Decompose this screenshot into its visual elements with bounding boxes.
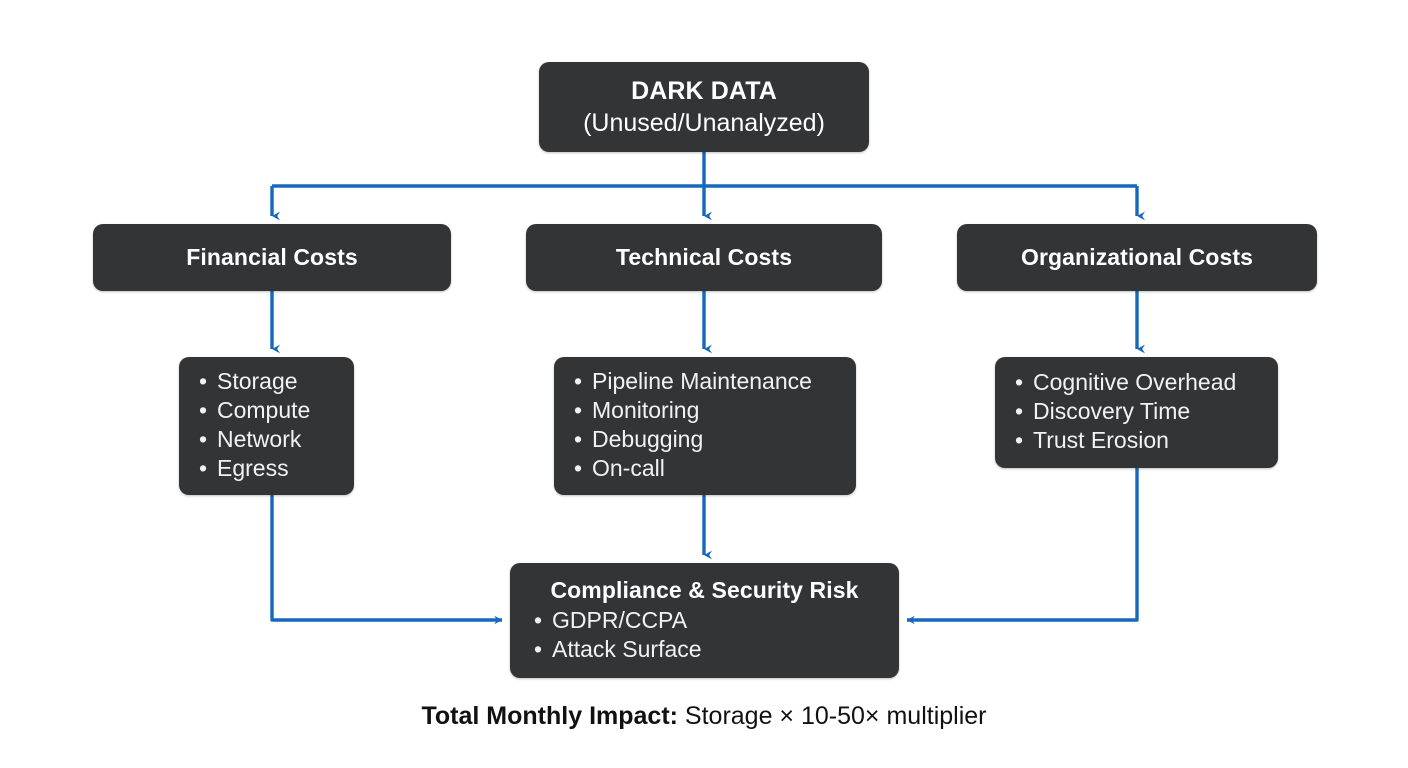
list-item: Storage <box>197 367 336 396</box>
node-dark-data-subtitle: (Unused/Unanalyzed) <box>583 109 825 137</box>
connector-organizational-list-to-compliance <box>906 468 1139 625</box>
list-item: Cognitive Overhead <box>1013 368 1260 397</box>
node-dark-data[interactable]: DARK DATA (Unused/Unanalyzed) <box>539 62 869 152</box>
node-dark-data-title: DARK DATA <box>631 76 777 105</box>
node-financial-costs[interactable]: Financial Costs <box>93 224 451 291</box>
total-impact-value: Storage × 10-50× multiplier <box>677 702 987 730</box>
node-organizational-costs[interactable]: Organizational Costs <box>957 224 1317 291</box>
node-organizational-costs-label: Organizational Costs <box>1020 244 1254 271</box>
list-item: GDPR/CCPA <box>526 606 883 635</box>
node-technical-costs-label: Technical Costs <box>615 244 793 271</box>
node-technical-cost-items[interactable]: Pipeline Maintenance Monitoring Debuggin… <box>554 357 856 495</box>
node-compliance-security-risk[interactable]: Compliance & Security Risk GDPR/CCPA Att… <box>510 563 899 678</box>
list-item: Pipeline Maintenance <box>572 367 838 396</box>
node-technical-costs[interactable]: Technical Costs <box>526 224 882 291</box>
node-financial-cost-items[interactable]: Storage Compute Network Egress <box>179 357 354 495</box>
total-impact-caption: Total Monthly Impact: Storage × 10-50× m… <box>0 702 1408 731</box>
total-impact-label: Total Monthly Impact: <box>421 702 678 730</box>
list-item: Trust Erosion <box>1013 426 1260 455</box>
node-organizational-cost-items[interactable]: Cognitive Overhead Discovery Time Trust … <box>995 357 1278 468</box>
list-item: Monitoring <box>572 396 838 425</box>
node-compliance-title: Compliance & Security Risk <box>550 576 859 603</box>
financial-cost-list: Storage Compute Network Egress <box>197 367 336 483</box>
list-item: Discovery Time <box>1013 397 1260 426</box>
list-item: Debugging <box>572 425 838 454</box>
list-item: On-call <box>572 454 838 483</box>
compliance-list: GDPR/CCPA Attack Surface <box>526 606 883 664</box>
connector-financial-list-to-compliance <box>270 495 503 625</box>
list-item: Compute <box>197 396 336 425</box>
list-item: Network <box>197 425 336 454</box>
technical-cost-list: Pipeline Maintenance Monitoring Debuggin… <box>572 367 838 483</box>
list-item: Attack Surface <box>526 635 883 664</box>
list-item: Egress <box>197 454 336 483</box>
node-financial-costs-label: Financial Costs <box>186 244 358 271</box>
organizational-cost-list: Cognitive Overhead Discovery Time Trust … <box>1013 368 1260 455</box>
